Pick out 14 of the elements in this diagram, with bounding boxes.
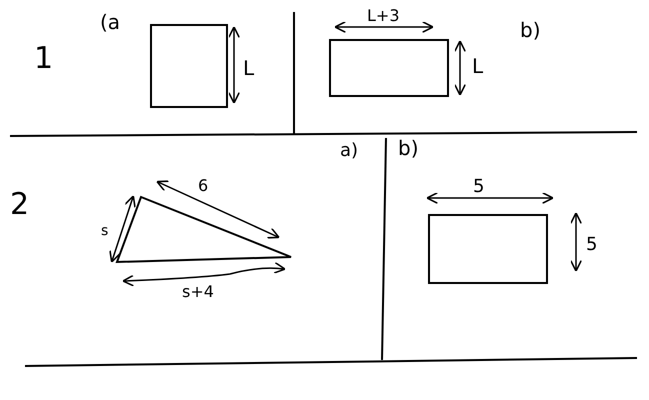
dimension-label: L+3 bbox=[367, 8, 400, 24]
dimension-label: s+4 bbox=[182, 284, 214, 300]
dimension-label: s bbox=[101, 224, 108, 238]
exercise-number: 1 bbox=[34, 44, 54, 74]
part-label: a) bbox=[340, 142, 358, 160]
dimension-label: 5 bbox=[473, 178, 484, 196]
dimension-label: L bbox=[243, 58, 254, 78]
dimension-label: 6 bbox=[198, 178, 208, 194]
exercise-number: 2 bbox=[10, 190, 30, 220]
part-label: (a bbox=[100, 12, 120, 32]
part-label: b) bbox=[398, 138, 418, 158]
dimension-label: L bbox=[472, 56, 484, 76]
dimension-label: 5 bbox=[586, 236, 598, 254]
part-label: b) bbox=[520, 20, 540, 40]
